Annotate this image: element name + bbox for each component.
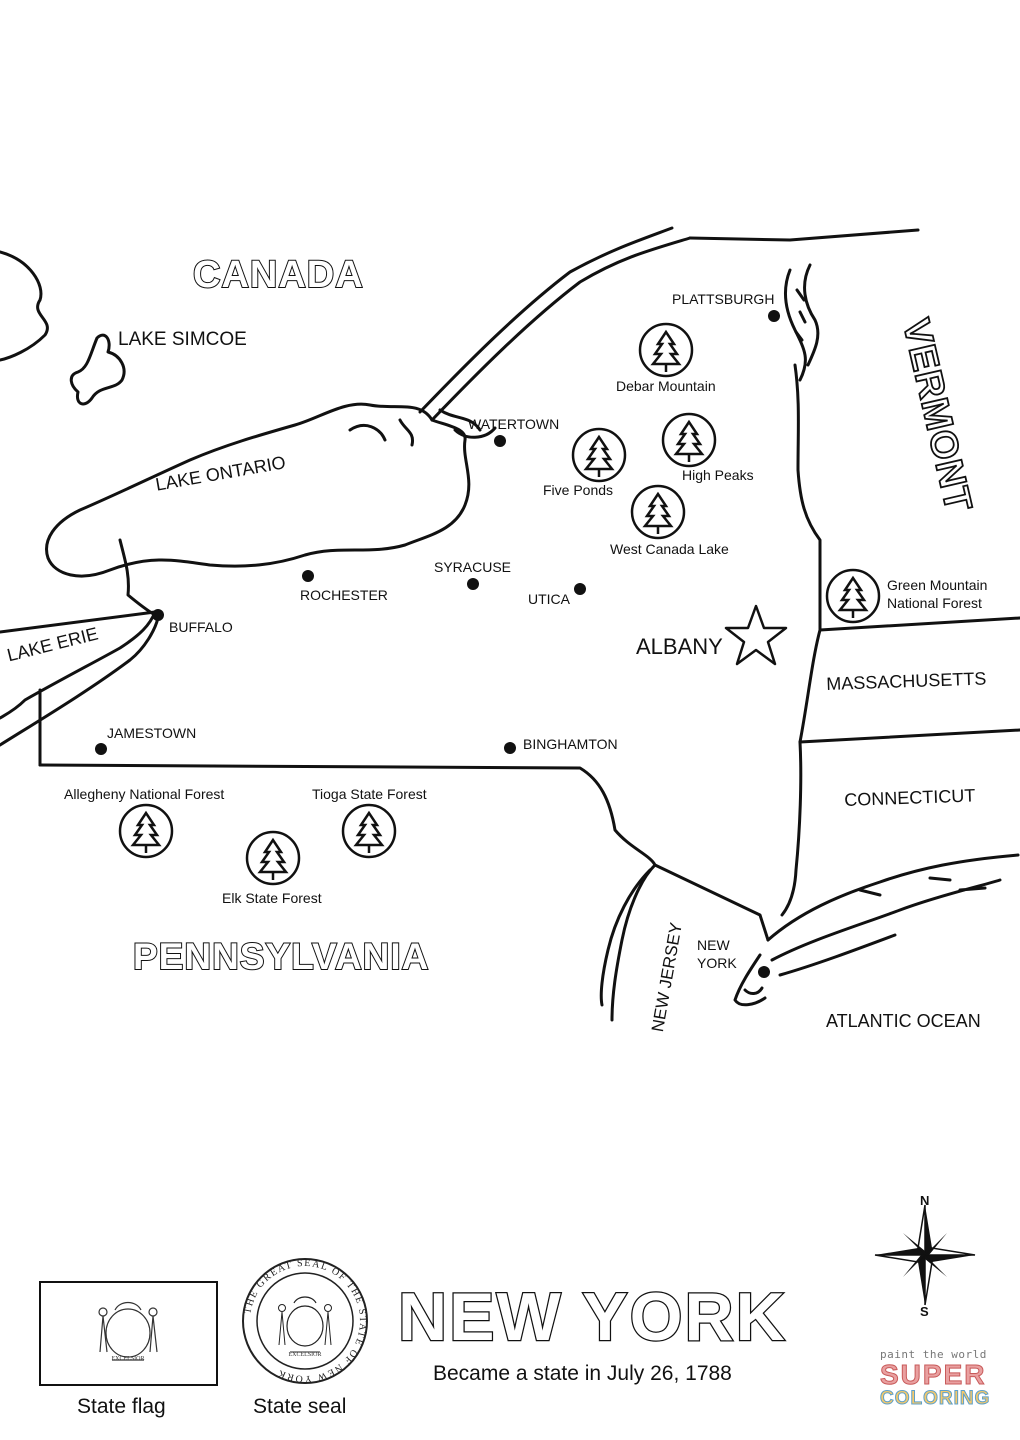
ny-nj-border xyxy=(653,863,770,942)
state-flag-caption: State flag xyxy=(77,1395,166,1418)
ny-vt-border xyxy=(793,363,822,632)
brand-logo: paint the world SUPER COLORING xyxy=(880,1348,1000,1409)
seal-motto: EXCELSIOR xyxy=(289,1352,322,1358)
state-flag-frame xyxy=(39,1281,218,1386)
delaware-river xyxy=(610,863,657,1022)
vt-ma-border xyxy=(818,616,1020,632)
city-dot-watertown xyxy=(494,435,506,447)
label-lake-simcoe: LAKE SIMCOE xyxy=(118,329,247,350)
brand-tagline: paint the world xyxy=(880,1348,987,1361)
tree-icon-high-peaks xyxy=(661,412,717,468)
label-forest-elk: Elk State Forest xyxy=(222,890,322,906)
city-dot-binghamton xyxy=(504,742,516,754)
tree-icon-debar xyxy=(638,322,694,378)
tree-icon-tioga xyxy=(341,803,397,859)
state-flag-arms-icon xyxy=(98,1301,158,1361)
niagara-border xyxy=(118,538,157,617)
city-dot-jamestown xyxy=(95,743,107,755)
tree-icon-elk xyxy=(245,830,301,886)
label-forest-debar: Debar Mountain xyxy=(616,378,716,394)
label-forest-tioga: Tioga State Forest xyxy=(312,786,427,802)
state-seal-caption: State seal xyxy=(253,1395,347,1418)
tree-icon-west-canada xyxy=(630,484,686,540)
nj-pa-river xyxy=(599,868,652,1007)
city-dot-buffalo xyxy=(152,609,164,621)
page-subtitle: Became a state in July 26, 1788 xyxy=(433,1362,732,1385)
label-canada: CANADA xyxy=(192,253,364,297)
brand-coloring: COLORING xyxy=(880,1388,991,1409)
compass-south-label: S xyxy=(920,1304,929,1319)
label-jamestown: JAMESTOWN xyxy=(107,725,197,741)
label-plattsburgh: PLATTSBURGH xyxy=(672,291,775,307)
tree-icon-green-mountain xyxy=(825,568,881,624)
lake-champlain xyxy=(784,263,820,382)
compass-north-label: N xyxy=(920,1193,930,1208)
label-forest-green-mtn-1: Green Mountain xyxy=(887,577,988,593)
label-utica: UTICA xyxy=(528,591,570,607)
ny-border-north xyxy=(688,228,920,242)
label-rochester: ROCHESTER xyxy=(300,587,388,603)
label-forest-five-ponds: Five Ponds xyxy=(543,482,614,498)
st-lawrence-river-north xyxy=(418,226,674,414)
flag-motto: EXCELSIOR xyxy=(112,1356,145,1362)
lake-ontario xyxy=(45,402,471,578)
city-dot-plattsburgh xyxy=(768,310,780,322)
city-dot-rochester xyxy=(302,570,314,582)
lake-simcoe xyxy=(69,333,126,406)
ny-pa-border xyxy=(38,763,657,867)
compass-rose-icon xyxy=(874,1204,976,1306)
city-dot-syracuse xyxy=(467,578,479,590)
label-new-york-city-2: YORK xyxy=(697,955,737,971)
city-dot-new-york xyxy=(758,966,770,978)
brand-super: SUPER xyxy=(880,1359,987,1390)
nyc-coast xyxy=(733,953,767,1007)
label-forest-green-mtn-2: National Forest xyxy=(887,595,982,611)
champlain-islands xyxy=(794,288,807,342)
canada-coast xyxy=(0,250,49,362)
tree-icon-allegheny xyxy=(118,803,174,859)
label-new-york-city-1: NEW xyxy=(697,937,730,953)
label-forest-high-peaks: High Peaks xyxy=(682,467,754,483)
ma-ct-border xyxy=(798,728,1020,744)
long-island xyxy=(766,853,1020,977)
capital-star-icon xyxy=(724,604,788,666)
label-syracuse: SYRACUSE xyxy=(434,559,512,575)
ny-ma-border xyxy=(798,628,822,744)
label-pennsylvania: PENNSYLVANIA xyxy=(132,935,430,978)
label-atlantic-ocean: ATLANTIC OCEAN xyxy=(826,1011,981,1031)
page-title: NEW YORK xyxy=(397,1278,787,1357)
label-albany: ALBANY xyxy=(636,634,723,659)
label-forest-west-canada: West Canada Lake xyxy=(610,541,729,557)
st-lawrence-river-south xyxy=(430,236,692,422)
label-forest-allegheny: Allegheny National Forest xyxy=(64,786,225,802)
label-watertown: WATERTOWN xyxy=(468,416,560,432)
thousand-islands xyxy=(348,408,497,447)
label-buffalo: BUFFALO xyxy=(169,619,233,635)
city-dot-utica xyxy=(574,583,586,595)
tree-icon-five-ponds xyxy=(571,427,627,483)
label-binghamton: BINGHAMTON xyxy=(523,736,618,752)
ny-ct-border xyxy=(780,740,803,917)
lake-erie xyxy=(0,610,160,747)
state-seal-icon xyxy=(242,1258,368,1384)
